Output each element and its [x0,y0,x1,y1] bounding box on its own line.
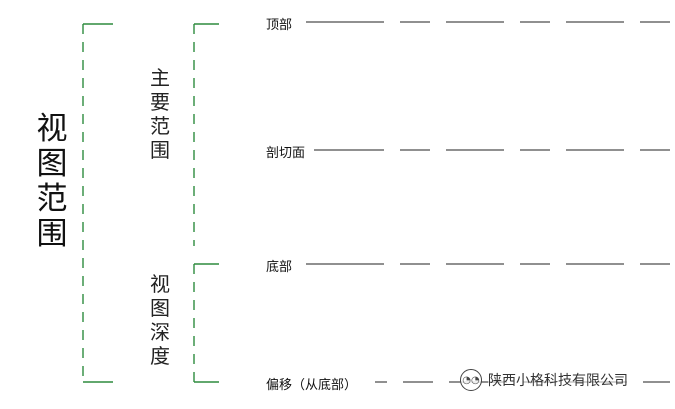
watermark-text: 陕西小格科技有限公司 [488,370,628,390]
primary-range-bracket [193,23,219,246]
bottom-level-label: 底部 [266,260,293,275]
offset-label: 偏移（从底部） [266,378,358,393]
view-range-title: 视 图 范 围 [36,111,68,252]
view-depth-bracket [193,263,219,383]
view-depth-label: 视 图 深 度 [150,272,170,368]
cut-plane-label: 剖切面 [266,146,306,161]
wechat-icon: ◔◔ [460,369,482,391]
view-range-bracket [82,23,113,383]
top-level-label: 顶部 [266,18,293,33]
primary-range-label: 主 要 范 围 [150,66,170,162]
watermark: ◔◔ 陕西小格科技有限公司 [460,368,628,392]
